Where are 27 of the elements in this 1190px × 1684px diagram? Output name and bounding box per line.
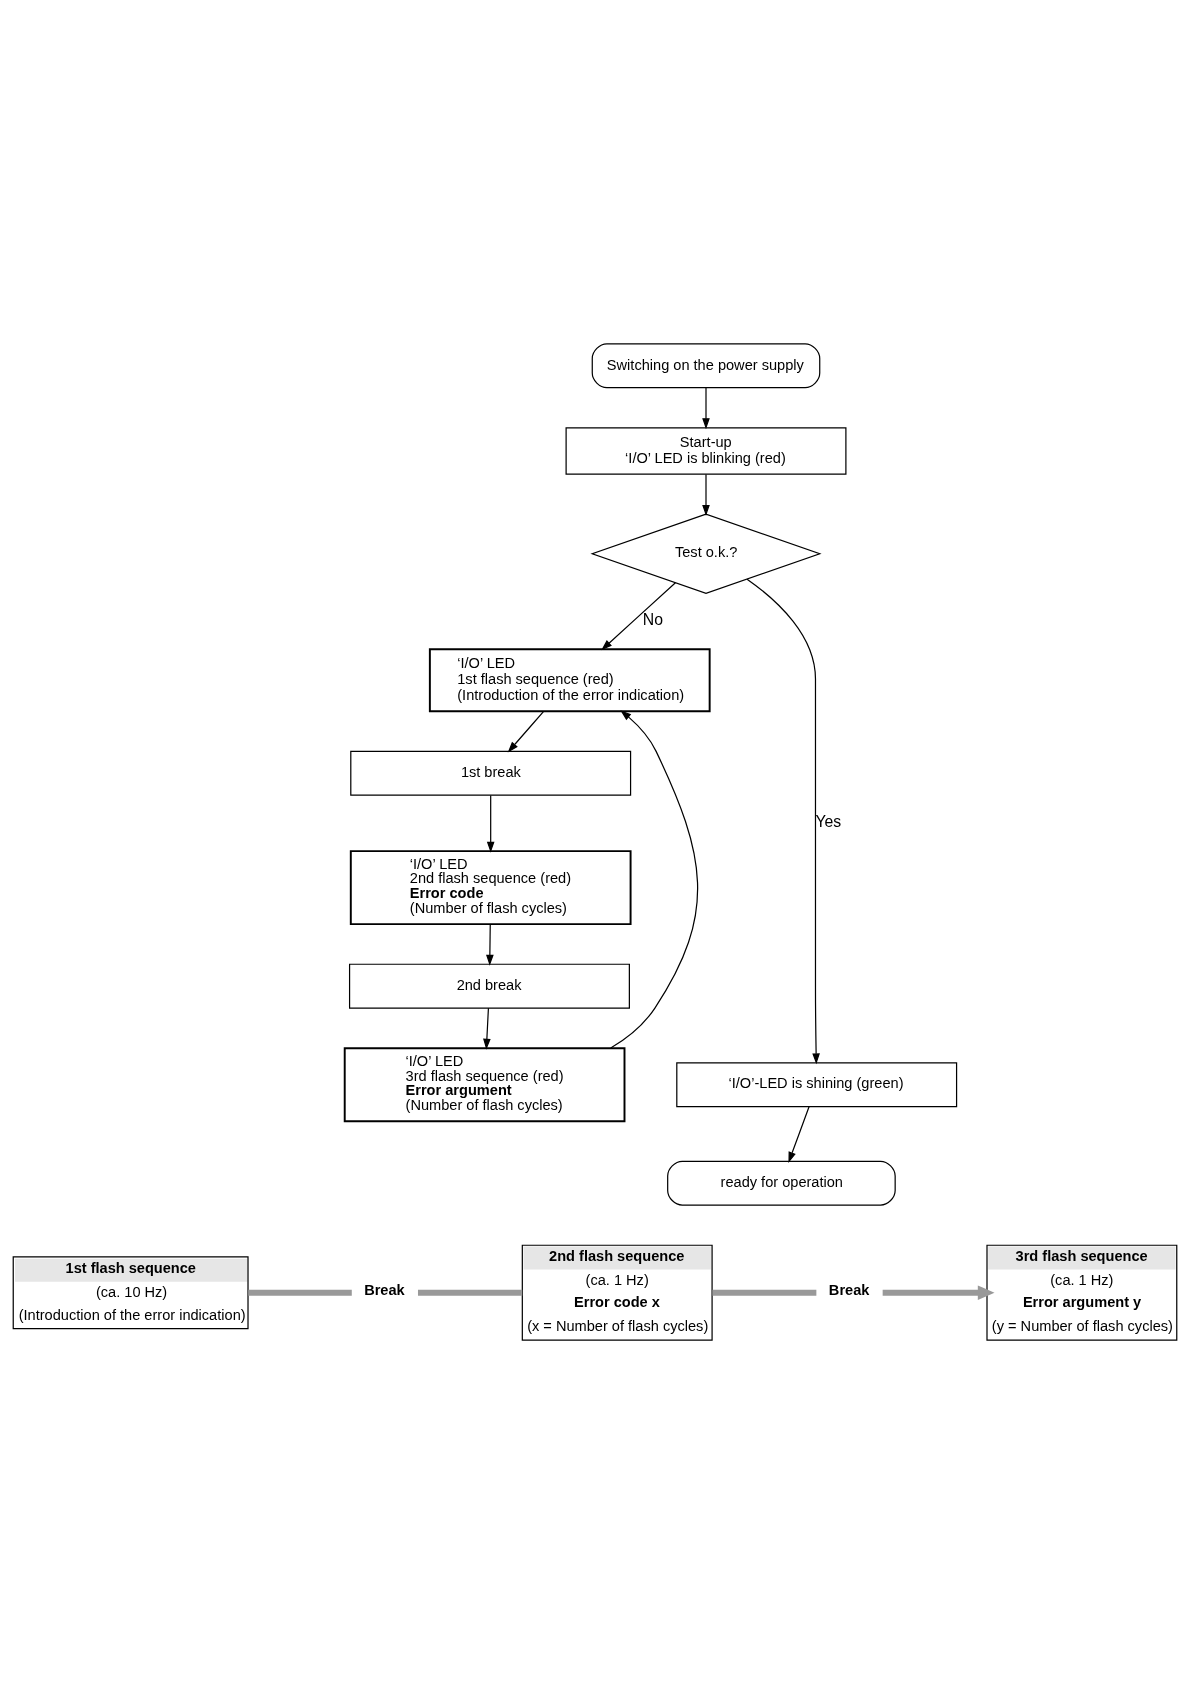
arrow <box>486 794 495 853</box>
node-text: Break <box>828 1282 870 1299</box>
connector <box>248 1289 352 1296</box>
connector <box>712 1289 817 1296</box>
node-box: Start-up ‘I/O’ LED is blinking (red) <box>565 427 847 475</box>
arrow <box>702 473 710 516</box>
arrow <box>483 1007 491 1050</box>
node-text: Break <box>364 1282 405 1299</box>
node-diamond: Test o.k.? <box>590 513 822 594</box>
arrow <box>788 1106 810 1163</box>
node-box: ‘I/O’ LED 1st flash sequence (red) (Introduction of the error indication) <box>428 648 711 713</box>
node-box: Switching on the power supply <box>591 343 821 389</box>
arrow <box>601 582 677 651</box>
node-box: ‘I/O’-LED is shining (green) <box>676 1062 958 1108</box>
arrow <box>882 1285 995 1300</box>
node-box: ‘I/O’ LED 2nd flash sequence (red) Error code (Number of flash cycles) <box>349 850 632 926</box>
edge-label: Yes <box>815 813 842 831</box>
node-box: 2nd break <box>348 963 630 1009</box>
arrow <box>746 578 820 1065</box>
node-box: ready for operation <box>667 1160 896 1206</box>
arrow <box>507 711 545 753</box>
arrow <box>702 387 710 430</box>
edge-label: No <box>642 611 663 629</box>
arrow <box>610 710 699 1049</box>
node-box: 1st break <box>350 750 632 796</box>
arrow <box>486 924 494 966</box>
node-box: ‘I/O’ LED 3rd flash sequence (red) Error argument (Number of flash cycles) <box>343 1047 626 1123</box>
